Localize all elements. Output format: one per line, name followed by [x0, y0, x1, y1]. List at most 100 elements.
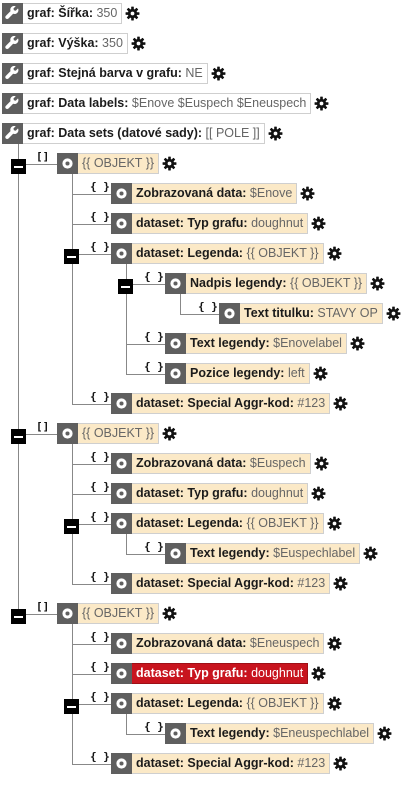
node-label[interactable]: Text legendy: $Enovelabel	[186, 333, 347, 354]
gear-icon[interactable]	[367, 273, 388, 294]
wrench-icon[interactable]	[2, 123, 23, 144]
node-label[interactable]: dataset: Special Aggr-kod: #123	[132, 393, 331, 414]
node-label[interactable]: dataset: Special Aggr-kod: #123	[132, 573, 331, 594]
drag-handle-icon[interactable]	[165, 333, 186, 354]
gear-icon[interactable]	[265, 123, 286, 144]
drag-handle-icon[interactable]	[165, 723, 186, 744]
drag-handle-icon[interactable]	[111, 513, 132, 534]
gear-icon[interactable]	[383, 303, 404, 324]
node-label[interactable]: dataset: Typ grafu: doughnut	[132, 483, 309, 504]
gear-icon[interactable]	[308, 483, 329, 504]
node-label[interactable]: Zobrazovaná data: $Eneuspech	[132, 633, 325, 654]
object-index-badge: { }	[90, 180, 110, 193]
node-label[interactable]: dataset: Legenda: {{ OBJEKT }}	[132, 513, 324, 534]
node-label[interactable]: dataset: Legenda: {{ OBJEKT }}	[132, 693, 324, 714]
drag-handle-icon[interactable]	[111, 483, 132, 504]
node-label[interactable]: dataset: Legenda: {{ OBJEKT }}	[132, 243, 324, 264]
gear-icon[interactable]	[159, 153, 180, 174]
collapse-toggle-obj1-nadpis[interactable]	[118, 279, 133, 294]
tree-connector-horizontal	[72, 464, 111, 465]
drag-handle-icon[interactable]	[111, 213, 132, 234]
node-label[interactable]: Nadpis legendy: {{ OBJEKT }}	[186, 273, 368, 294]
node-key: graf: Výška:	[27, 36, 99, 50]
drag-handle-icon[interactable]	[165, 363, 186, 384]
drag-handle-icon[interactable]	[57, 603, 78, 624]
gear-icon[interactable]	[374, 723, 395, 744]
node-label[interactable]: Text legendy: $Euspechlabel	[186, 543, 361, 564]
node-label[interactable]: Text legendy: $Eneuspechlabel	[186, 723, 375, 744]
gear-icon[interactable]	[159, 423, 180, 444]
node-label[interactable]: graf: Výška: 350	[23, 33, 128, 54]
collapse-toggle-obj3-legenda[interactable]	[64, 699, 79, 714]
gear-icon[interactable]	[330, 573, 351, 594]
drag-handle-icon[interactable]	[165, 273, 186, 294]
node-label[interactable]: graf: Stejná barva v grafu: NE	[23, 63, 208, 84]
tree-node-obj1-aggr: dataset: Special Aggr-kod: #123	[111, 393, 351, 414]
node-value: {{ OBJEKT }}	[246, 516, 319, 530]
gear-icon[interactable]	[122, 3, 143, 24]
wrench-icon[interactable]	[2, 33, 23, 54]
gear-icon[interactable]	[308, 213, 329, 234]
tree-node-vyska: graf: Výška: 350	[2, 33, 149, 54]
tree-node-obj1: {{ OBJEKT }}	[57, 153, 180, 174]
node-label[interactable]: dataset: Typ grafu: doughnut	[132, 213, 309, 234]
drag-handle-icon[interactable]	[111, 753, 132, 774]
drag-handle-icon[interactable]	[111, 633, 132, 654]
gear-icon[interactable]	[128, 33, 149, 54]
gear-icon[interactable]	[208, 63, 229, 84]
wrench-icon[interactable]	[2, 3, 23, 24]
wrench-icon[interactable]	[2, 93, 23, 114]
drag-handle-icon[interactable]	[111, 243, 132, 264]
gear-icon[interactable]	[360, 543, 381, 564]
node-label[interactable]: Zobrazovaná data: $Enove	[132, 183, 298, 204]
drag-handle-icon[interactable]	[57, 153, 78, 174]
gear-icon[interactable]	[311, 453, 332, 474]
gear-icon[interactable]	[308, 663, 329, 684]
gear-icon[interactable]	[311, 93, 332, 114]
wrench-icon[interactable]	[2, 63, 23, 84]
drag-handle-icon[interactable]	[219, 303, 240, 324]
tree-node-obj2-aggr: dataset: Special Aggr-kod: #123	[111, 573, 351, 594]
node-label[interactable]: {{ OBJEKT }}	[78, 603, 160, 624]
node-value: {{ OBJEKT }}	[290, 276, 363, 290]
node-label[interactable]: graf: Data labels: $Enove $Euspech $Eneu…	[23, 93, 312, 114]
gear-icon[interactable]	[297, 183, 318, 204]
drag-handle-icon[interactable]	[111, 183, 132, 204]
drag-handle-icon[interactable]	[111, 693, 132, 714]
tree-connector-vertical	[180, 294, 181, 314]
gear-icon[interactable]	[330, 393, 351, 414]
gear-icon[interactable]	[324, 513, 345, 534]
collapse-toggle-obj1-legenda[interactable]	[64, 249, 79, 264]
node-label[interactable]: Text titulku: STAVY OP	[240, 303, 383, 324]
gear-icon[interactable]	[310, 363, 331, 384]
node-label[interactable]: {{ OBJEKT }}	[78, 423, 160, 444]
gear-icon[interactable]	[324, 243, 345, 264]
node-label[interactable]: {{ OBJEKT }}	[78, 153, 160, 174]
node-label[interactable]: graf: Šířka: 350	[23, 3, 123, 24]
drag-handle-icon[interactable]	[111, 663, 132, 684]
object-index-badge: { }	[90, 750, 110, 763]
drag-handle-icon[interactable]	[111, 573, 132, 594]
collapse-toggle-obj3[interactable]	[11, 609, 26, 624]
collapse-toggle-obj1[interactable]	[11, 159, 26, 174]
drag-handle-icon[interactable]	[111, 453, 132, 474]
tree-connector-vertical	[72, 174, 73, 404]
collapse-toggle-obj2[interactable]	[11, 429, 26, 444]
drag-handle-icon[interactable]	[57, 423, 78, 444]
collapse-toggle-obj2-legenda[interactable]	[64, 519, 79, 534]
node-value: $Euspech	[249, 456, 306, 470]
drag-handle-icon[interactable]	[111, 393, 132, 414]
node-label[interactable]: graf: Data sets (datové sady): [[ POLE ]…	[23, 123, 265, 144]
node-label[interactable]: Pozice legendy: left	[186, 363, 310, 384]
gear-icon[interactable]	[159, 603, 180, 624]
node-value: $Enovelabel	[273, 336, 342, 350]
gear-icon[interactable]	[324, 633, 345, 654]
node-label[interactable]: dataset: Typ grafu: doughnut	[132, 663, 309, 684]
drag-handle-icon[interactable]	[165, 543, 186, 564]
gear-icon[interactable]	[330, 753, 351, 774]
gear-icon[interactable]	[324, 693, 345, 714]
node-label[interactable]: Zobrazovaná data: $Euspech	[132, 453, 311, 474]
node-value: #123	[297, 756, 326, 770]
gear-icon[interactable]	[347, 333, 368, 354]
node-label[interactable]: dataset: Special Aggr-kod: #123	[132, 753, 331, 774]
